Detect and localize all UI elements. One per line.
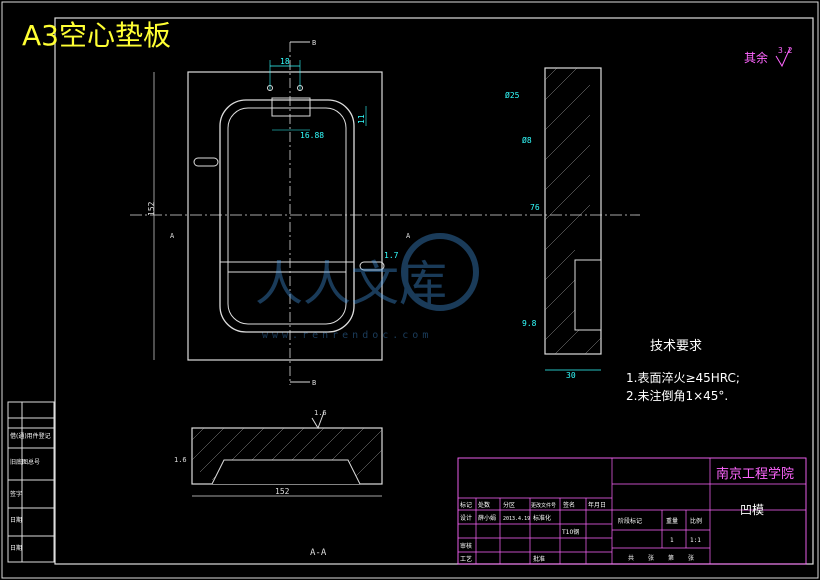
- strip-item-2: 签字: [10, 490, 22, 498]
- dim-side-width: 30: [566, 371, 576, 380]
- tb-standard: 标准化: [533, 514, 551, 522]
- section-label: A-A: [310, 548, 327, 558]
- drawing-title: A3空心垫板: [22, 19, 171, 52]
- watermark-sub: www.renrendoc.com: [262, 330, 432, 341]
- watermark: 人人文库 www.renrendoc.com: [255, 233, 479, 341]
- watermark-main: 人人文库: [255, 256, 447, 312]
- surface-finish-value: 3.2: [778, 46, 793, 55]
- tb-design-label: 设计: [460, 514, 472, 522]
- dim-side-d2: Ø8: [522, 135, 532, 145]
- title-block: 标记 处数 分区 更改文件号 签名 年月日 设计 薛小娟 2013.4.19 标…: [457, 457, 807, 565]
- surface-finish: 其余 3.2: [744, 46, 793, 68]
- tech-requirements: 技术要求 1.表面淬火≥45HRC; 2.未注倒角1×45°.: [626, 339, 740, 403]
- dim-section-width: 152: [275, 487, 290, 496]
- dim-right-small: 11: [357, 114, 366, 124]
- dim-side-mid: 76: [530, 203, 540, 212]
- tb-designer: 薛小娟: [478, 514, 496, 522]
- tb-process: 工艺: [460, 555, 472, 563]
- tb-sheet-3: 张: [688, 554, 694, 562]
- dim-side-d1: Ø25: [505, 90, 520, 100]
- strip-item-3: 日期: [10, 516, 22, 524]
- tb-header-0: 标记: [460, 501, 472, 509]
- side-view: 30 Ø25 Ø8 76 9.8: [505, 67, 602, 380]
- tb-weight: 重量: [666, 517, 678, 525]
- dim-top-width: 18: [280, 57, 290, 66]
- plan-view: B B 18 16.88 11 152 1.7 A A: [130, 39, 640, 387]
- tb-sheet-1: 张: [648, 554, 654, 562]
- tech-heading: 技术要求: [650, 339, 702, 354]
- dim-slot: 16.88: [300, 131, 324, 140]
- section-roughness: 1.6: [314, 409, 327, 417]
- section-b-top: B: [312, 39, 316, 47]
- tb-scale-value: 1:1: [690, 537, 701, 544]
- tb-design-date: 2013.4.19: [503, 516, 530, 522]
- dim-mid-offset: 1.7: [384, 251, 399, 260]
- tb-school: 南京工程学院: [716, 466, 794, 482]
- tb-sheet-0: 共: [628, 554, 634, 562]
- section-a-left: A: [170, 232, 175, 240]
- left-strip: 借(通)用件登记 旧底图总号 签字 日期 日期: [7, 401, 55, 563]
- section-a-right: A: [406, 232, 411, 240]
- surface-finish-label: 其余: [744, 50, 768, 65]
- strip-item-0: 借(通)用件登记: [10, 432, 51, 440]
- section-left-dim: 1.6: [174, 456, 187, 464]
- section-view: 152 1.6 1.6 A-A: [174, 409, 383, 558]
- tb-header-3: 更改文件号: [531, 502, 556, 509]
- tb-header-1: 处数: [478, 501, 490, 509]
- tb-sheet-2: 第: [668, 554, 674, 562]
- tb-qty: 1: [670, 537, 674, 544]
- inner-border: [54, 17, 814, 565]
- tb-header-2: 分区: [503, 501, 515, 509]
- tb-review: 审核: [460, 542, 472, 550]
- tech-item-2: 2.未注倒角1×45°.: [626, 388, 728, 403]
- tb-header-5: 年月日: [588, 501, 606, 509]
- dim-side-low: 9.8: [522, 319, 537, 328]
- dim-left-height: 152: [147, 201, 156, 216]
- strip-item-1: 旧底图总号: [10, 458, 40, 466]
- strip-item-4: 日期: [10, 544, 22, 552]
- tb-part-name: 凹模: [740, 503, 764, 517]
- tb-header-4: 签名: [563, 501, 575, 509]
- tb-approve: 批准: [533, 555, 545, 563]
- tb-material: T10钢: [561, 528, 579, 536]
- tb-stage: 阶段标记: [618, 517, 642, 525]
- tech-item-1: 1.表面淬火≥45HRC;: [626, 370, 740, 385]
- section-b-bottom: B: [312, 379, 316, 387]
- tb-scale-label: 比例: [690, 517, 702, 525]
